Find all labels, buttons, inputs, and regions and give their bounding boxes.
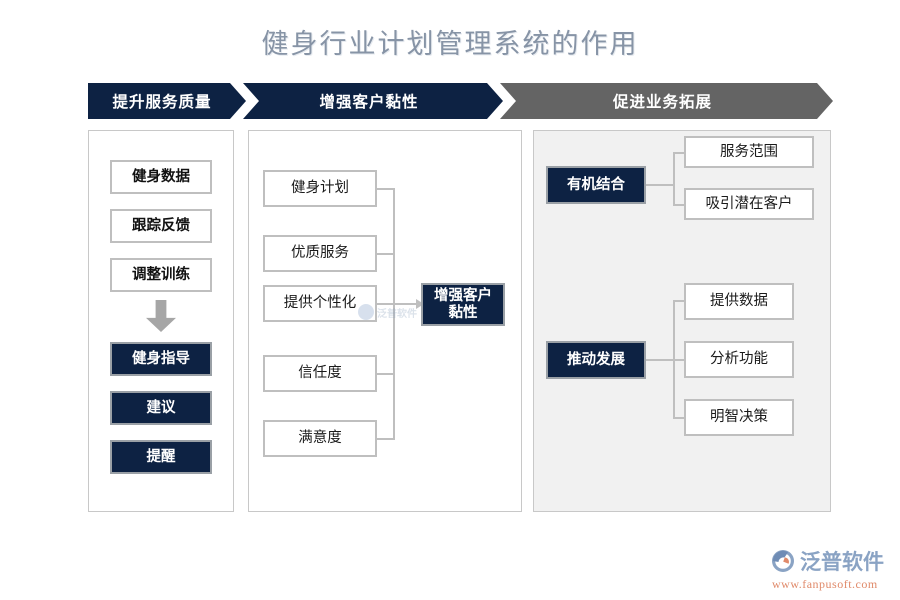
right-target-box-1-2[interactable]: 吸引潜在客户 <box>684 188 814 220</box>
left-output-label-1: 健身指导 <box>132 350 190 367</box>
right-g1-connector-spine <box>673 153 675 206</box>
right-g2-connector-out <box>646 359 675 361</box>
right-source-label-1: 有机结合 <box>567 176 625 193</box>
left-output-label-2: 建议 <box>146 399 176 416</box>
right-g2-connector-branch-1 <box>673 300 687 302</box>
right-target-label-2-1: 提供数据 <box>710 293 768 310</box>
mid-factor-box-2[interactable]: 优质服务 <box>263 235 377 272</box>
mid-result-label-line2: 黏性 <box>448 304 478 321</box>
banner-step-3-label: 促进业务拓展 <box>612 94 712 111</box>
fanpu-logo-icon <box>770 548 796 574</box>
brand-url: www.fanpusoft.com <box>772 577 878 591</box>
mid-connector-stub-3 <box>377 303 395 305</box>
right-target-box-2-3[interactable]: 明智决策 <box>684 399 794 436</box>
left-input-label-2: 跟踪反馈 <box>132 217 190 234</box>
left-input-box-3[interactable]: 调整训练 <box>110 258 212 292</box>
right-g1-connector-branch-1 <box>673 152 687 154</box>
left-input-box-2[interactable]: 跟踪反馈 <box>110 209 212 243</box>
mid-factor-label-5: 满意度 <box>298 430 342 447</box>
left-output-box-2[interactable]: 建议 <box>110 391 212 425</box>
left-input-box-1[interactable]: 健身数据 <box>110 160 212 194</box>
mid-connector-to-result <box>393 303 418 305</box>
left-output-box-3[interactable]: 提醒 <box>110 440 212 474</box>
brand-name: 泛普软件 <box>800 550 884 574</box>
mid-factor-label-1: 健身计划 <box>291 180 349 197</box>
banner-step-1-label: 提升服务质量 <box>112 94 212 111</box>
banner-step-1[interactable]: 提升服务质量 <box>88 83 246 119</box>
right-target-label-2-3: 明智决策 <box>710 409 768 426</box>
mid-factor-box-5[interactable]: 满意度 <box>263 420 377 457</box>
right-target-box-2-2[interactable]: 分析功能 <box>684 341 794 378</box>
mid-connector-stub-2 <box>377 253 395 255</box>
mid-connector-stub-1 <box>377 188 395 190</box>
right-target-box-2-1[interactable]: 提供数据 <box>684 283 794 320</box>
right-g2-connector-branch-3 <box>673 417 687 419</box>
banner-step-3[interactable]: 促进业务拓展 <box>500 83 833 119</box>
right-target-label-1-1: 服务范围 <box>720 143 778 160</box>
right-source-box-2[interactable]: 推动发展 <box>546 341 646 379</box>
right-g1-connector-branch-2 <box>673 204 687 206</box>
banner-step-2-label: 增强客户黏性 <box>319 94 419 111</box>
mid-factor-box-3[interactable]: 提供个性化 <box>263 285 377 322</box>
mid-connector-stub-4 <box>377 373 395 375</box>
right-source-box-1[interactable]: 有机结合 <box>546 166 646 204</box>
right-target-box-1-1[interactable]: 服务范围 <box>684 136 814 168</box>
brand-logo: 泛普软件 www.fanpusoft.com <box>770 546 894 591</box>
left-output-box-1[interactable]: 健身指导 <box>110 342 212 376</box>
right-target-label-2-2: 分析功能 <box>710 351 768 368</box>
left-input-label-1: 健身数据 <box>132 168 190 185</box>
left-output-label-3: 提醒 <box>146 448 176 465</box>
mid-result-label-line1: 增强客户 <box>434 287 492 304</box>
right-g2-connector-branch-2 <box>673 359 687 361</box>
left-input-label-3: 调整训练 <box>132 266 190 283</box>
mid-factor-label-2: 优质服务 <box>291 245 349 262</box>
mid-factor-label-3: 提供个性化 <box>283 295 357 312</box>
mid-connector-arrowhead-icon <box>416 299 424 309</box>
mid-factor-box-4[interactable]: 信任度 <box>263 355 377 392</box>
right-g1-connector-out <box>646 184 675 186</box>
mid-result-box[interactable]: 增强客户 黏性 <box>421 283 505 326</box>
right-target-label-1-2: 吸引潜在客户 <box>705 195 793 212</box>
mid-connector-spine <box>393 188 395 440</box>
right-source-label-2: 推动发展 <box>567 351 625 368</box>
process-banner: 提升服务质量 增强客户黏性 促进业务拓展 <box>88 83 833 119</box>
mid-factor-box-1[interactable]: 健身计划 <box>263 170 377 207</box>
mid-connector-stub-5 <box>377 438 395 440</box>
page-title: 健身行业计划管理系统的作用 <box>261 29 639 59</box>
banner-step-2[interactable]: 增强客户黏性 <box>243 83 503 119</box>
mid-factor-label-4: 信任度 <box>298 365 342 382</box>
brand-row: 泛普软件 <box>770 546 894 576</box>
